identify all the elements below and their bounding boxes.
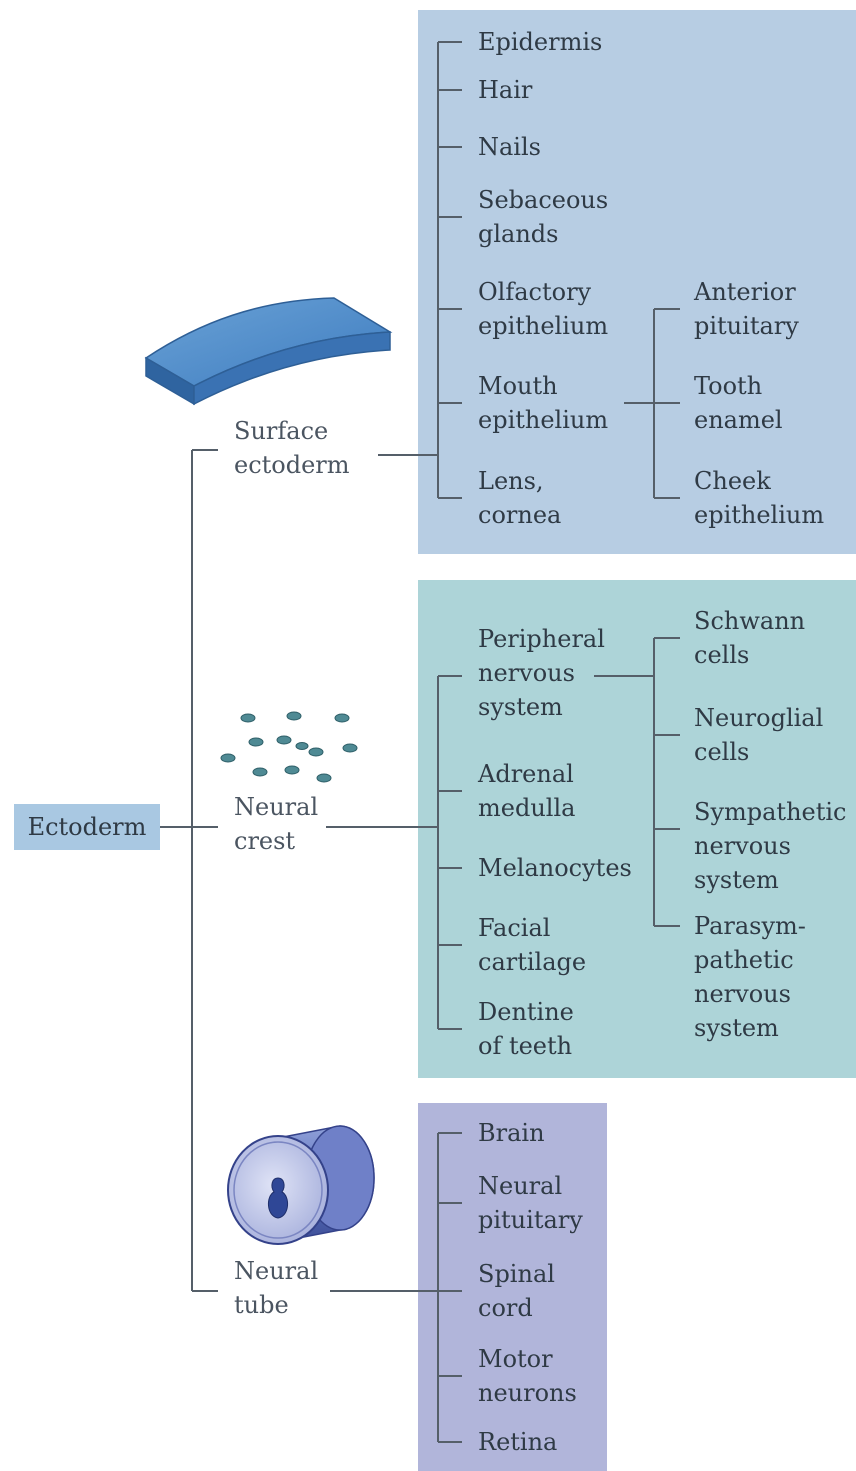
surface-ectoderm-panel xyxy=(418,10,856,554)
pns-derivative-label: Schwann cells xyxy=(694,607,806,669)
derivative-label: Brain xyxy=(478,1119,545,1147)
mouth-derivative-label: Cheek epithelium xyxy=(694,467,825,529)
ectoderm-root: Ectoderm xyxy=(14,804,160,850)
mouth-derivative-label: Tooth enamel xyxy=(694,372,783,434)
derivative-label: Peripheral nervous system xyxy=(478,625,605,721)
derivative-label: Epidermis xyxy=(478,28,603,56)
derivative-label: Melanocytes xyxy=(478,854,632,882)
ectoderm-label: Ectoderm xyxy=(27,813,147,841)
surface-ectoderm-label: Surface ectoderm xyxy=(234,417,350,479)
derivative-label: Olfactory epithelium xyxy=(478,278,609,340)
mouth-derivative-label: Anterior pituitary xyxy=(694,278,799,340)
derivative-label: Nails xyxy=(478,133,541,161)
neural-crest-label: Neural crest xyxy=(234,793,319,855)
pns-derivative-label: Sympathetic nervous system xyxy=(694,798,847,894)
tube-cylinder-icon xyxy=(227,1125,375,1245)
derivative-label: Dentine of teeth xyxy=(478,998,574,1060)
derivative-label: Mouth epithelium xyxy=(478,372,609,434)
pns-derivative-label: Parasym- pathetic nervous system xyxy=(694,912,806,1042)
derivative-label: Facial cartilage xyxy=(478,914,587,976)
derivative-label: Adrenal medulla xyxy=(478,760,576,822)
derivative-label: Retina xyxy=(478,1428,558,1456)
derivative-label: Lens, cornea xyxy=(478,467,562,529)
neural-tube-panel xyxy=(418,1103,607,1471)
derivative-label: Sebaceous glands xyxy=(478,186,609,248)
derivative-label: Hair xyxy=(478,76,533,104)
derivative-label: Spinal cord xyxy=(478,1260,555,1322)
scattered-cells-icon xyxy=(220,711,358,783)
pns-derivative-label: Neuroglial cells xyxy=(694,704,824,766)
derivative-label: Neural pituitary xyxy=(478,1172,583,1234)
neural-tube-label: Neural tube xyxy=(234,1257,319,1319)
curved-sheet-icon xyxy=(144,297,393,406)
neural-crest-panel xyxy=(418,580,856,1078)
derivative-label: Motor neurons xyxy=(478,1345,577,1407)
